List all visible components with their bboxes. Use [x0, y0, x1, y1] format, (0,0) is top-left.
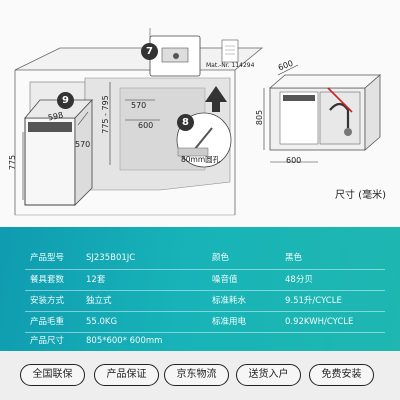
material-number-label: Mat.-Nr. 114294 — [206, 62, 255, 69]
spec-table: 产品型号 SJ235B01JC 颜色 黑色 餐具套数 12套 噪音值 48分贝 … — [0, 227, 400, 351]
service-badge-installation: 免费安装 — [309, 364, 374, 386]
spec-label: 产品尺寸 — [30, 336, 65, 346]
row-divider — [25, 290, 385, 291]
spec-row: 安装方式 独立式 标准耗水 9.51升/CYCLE — [0, 291, 400, 311]
height-775-label: 775 — [8, 154, 18, 171]
service-bar: 全国联保 产品保证 京东物流 送货入户 免费安装 — [0, 351, 400, 400]
spec-label: 标准用电 — [212, 317, 247, 327]
service-badge-guarantee: 产品保证 — [94, 364, 159, 386]
service-badge-delivery: 送货入户 — [236, 364, 301, 386]
row-divider — [25, 332, 385, 333]
spec-value: 12套 — [86, 275, 106, 285]
spec-row: 产品毛重 55.0KG 标准用电 0.92KWH/CYCLE — [0, 312, 400, 332]
spec-label: 安装方式 — [30, 296, 65, 306]
spec-label: 噪音值 — [212, 275, 238, 285]
spec-row: 餐具套数 12套 噪音值 48分贝 — [0, 270, 400, 290]
spec-label: 餐具套数 — [30, 275, 65, 285]
bottom-width-600-label: 600 — [286, 156, 302, 165]
service-badge-logistics: 京东物流 — [164, 364, 229, 386]
unit-label: 尺寸 (毫米) — [335, 190, 386, 201]
spec-label: 标准耗水 — [212, 296, 247, 306]
step-8-badge: 8 — [177, 114, 194, 131]
installation-diagram: 9 7 8 598 570 775 775 - 795 570 600 600 … — [8, 28, 386, 216]
hole-size-label: 80mm圆孔 — [181, 155, 221, 164]
height-805-label: 805 — [255, 109, 265, 126]
row-divider — [25, 269, 385, 270]
spec-value: 独立式 — [86, 296, 112, 306]
spec-value: SJ235B01JC — [86, 253, 136, 263]
row-divider — [25, 311, 385, 312]
up-arrow-shape — [205, 86, 227, 112]
cavity-width-600-label: 600 — [138, 121, 154, 130]
spec-value: 805*600* 600mm — [86, 336, 163, 346]
spec-row: 产品型号 SJ235B01JC 颜色 黑色 — [0, 248, 400, 268]
spec-value: 9.51升/CYCLE — [285, 296, 342, 306]
spec-value: 48分贝 — [285, 275, 313, 285]
diagram-drawing — [14, 28, 382, 216]
depth-570-label: 570 — [75, 140, 91, 149]
spec-value: 黑色 — [285, 253, 303, 263]
cavity-depth-570-label: 570 — [131, 101, 147, 110]
spec-row: 产品尺寸 805*600* 600mm — [0, 331, 400, 351]
step-7-badge: 7 — [141, 43, 158, 60]
spec-label: 颜色 — [212, 253, 230, 263]
service-badge-warranty: 全国联保 — [20, 364, 85, 386]
step-9-badge: 9 — [57, 92, 74, 109]
spec-label: 产品毛重 — [30, 317, 65, 327]
height-range-label: 775 - 795 — [100, 95, 110, 134]
spec-label: 产品型号 — [30, 253, 65, 263]
spec-value: 55.0KG — [86, 317, 118, 327]
spec-value: 0.92KWH/CYCLE — [285, 317, 354, 327]
